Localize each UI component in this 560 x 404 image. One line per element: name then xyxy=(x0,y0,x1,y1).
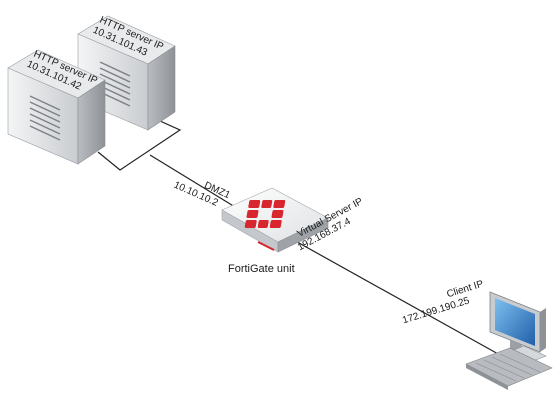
dmz-link-line xyxy=(149,154,241,211)
http-server-front xyxy=(7,49,106,165)
fortinet-logo-icon xyxy=(244,200,286,228)
client-computer-icon xyxy=(465,291,553,390)
fortigate-device xyxy=(221,187,329,253)
client-ip-value: 172.199.190.25 xyxy=(401,295,471,326)
client-link-line xyxy=(289,237,501,356)
fortigate-unit-label: FortiGate unit xyxy=(228,263,295,275)
